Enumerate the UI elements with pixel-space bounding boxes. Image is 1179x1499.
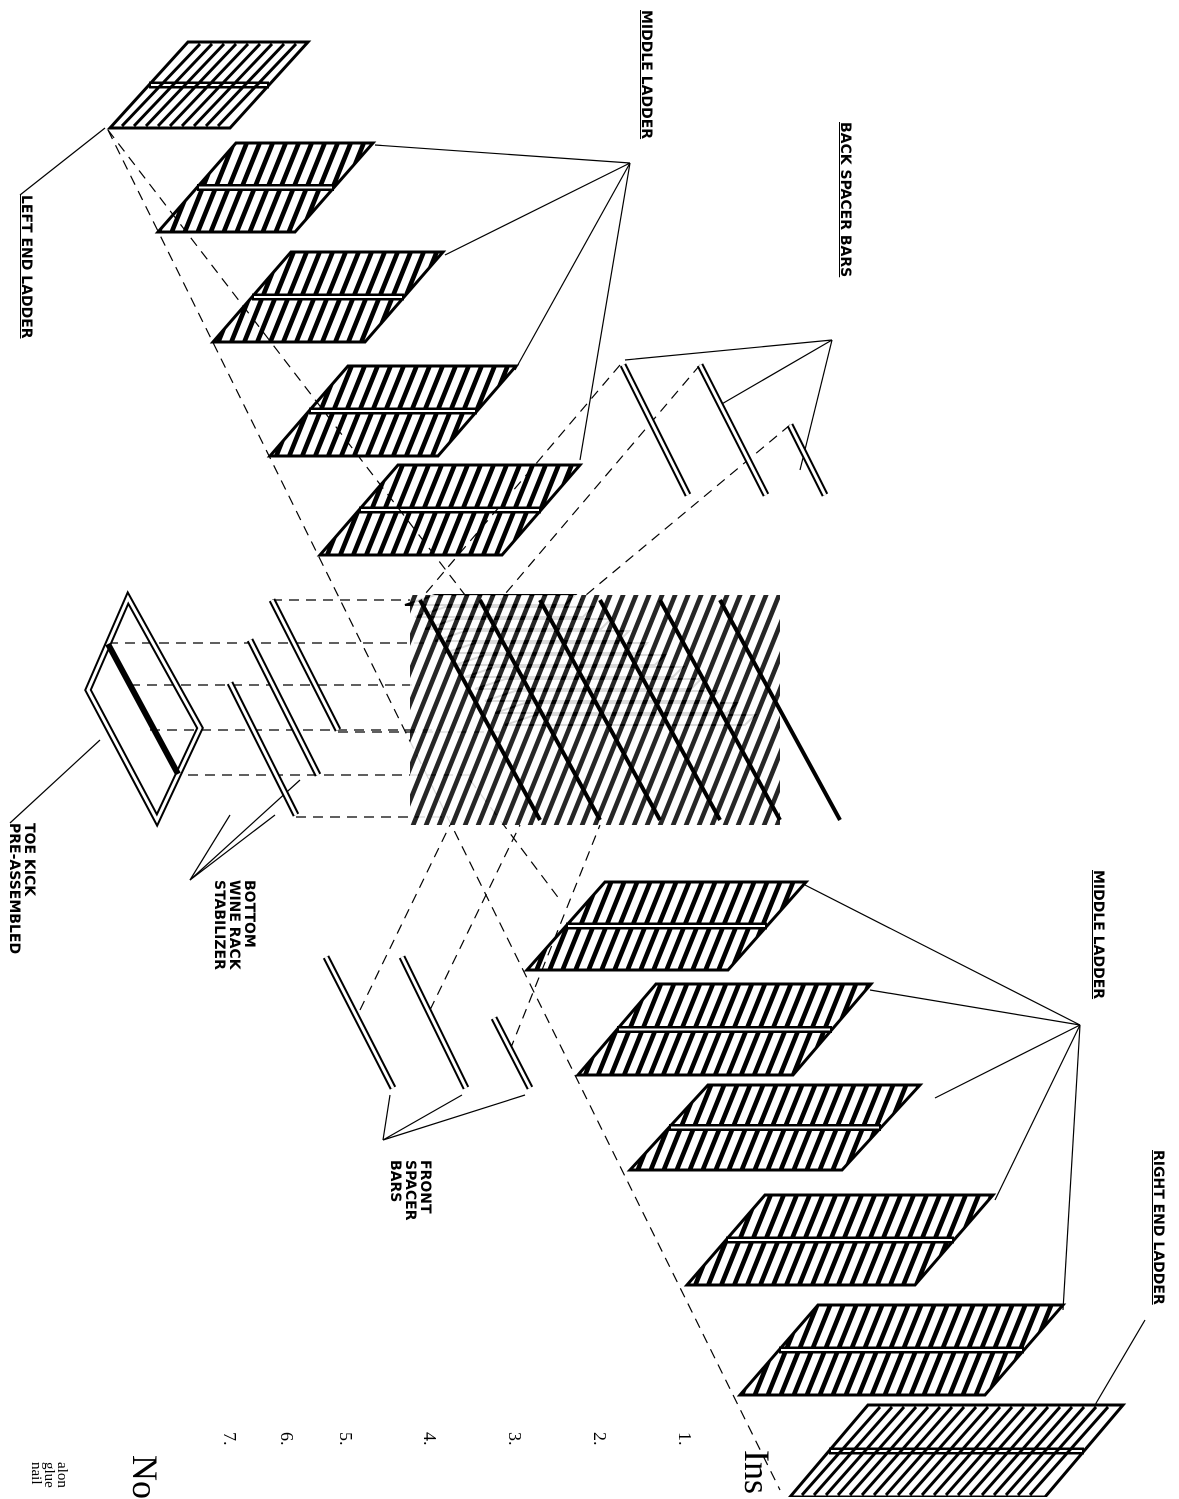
middle-ladder (266, 364, 520, 458)
rack-post (658, 599, 782, 821)
label-back-spacer-bars: BACK SPACER BARS (837, 122, 853, 278)
label-left-end-ladder: LEFT END LADDER (18, 195, 34, 339)
middle-ladder (209, 250, 447, 344)
leader-line (934, 1024, 1081, 1099)
middle-ladder (154, 141, 377, 234)
step-number: 3. (505, 1432, 525, 1446)
label-right-end-ladder: RIGHT END LADDER (1150, 1150, 1166, 1305)
right-end-ladder (788, 1403, 1127, 1497)
leader-line (189, 814, 276, 881)
alignment-line (509, 824, 601, 1051)
leader-line (19, 127, 106, 196)
middle-ladder (316, 463, 584, 557)
rack-post (538, 599, 662, 821)
middle-ladder (736, 1303, 1067, 1397)
leader-line (514, 162, 631, 371)
alignment-line (429, 824, 521, 1011)
middle-ladder (574, 982, 875, 1077)
leader-line (444, 162, 631, 256)
toe-kick-frame (84, 590, 204, 828)
alignment-line (499, 364, 701, 601)
leader-line (382, 1094, 463, 1141)
rack-post (598, 599, 722, 821)
leader-line (1094, 1319, 1146, 1406)
middle-ladder (523, 880, 810, 972)
label-middle-ladder-bottom: MIDDLE LADDER (1090, 870, 1106, 1000)
middle-ladder (683, 1193, 997, 1287)
leader-line (189, 779, 301, 881)
leader-line (374, 144, 631, 164)
leader-line (382, 1094, 526, 1141)
leader-line (9, 739, 101, 824)
middle-ladder (626, 1083, 924, 1172)
leader-line (869, 989, 1081, 1026)
leader-line (719, 339, 833, 406)
notes-heading: No (125, 1455, 165, 1499)
leader-line (189, 814, 231, 881)
alignment-line (419, 364, 621, 601)
leader-line (579, 162, 631, 461)
rack-post (418, 599, 542, 821)
step-number: 7. (220, 1432, 240, 1446)
step-number: 5. (336, 1432, 356, 1446)
leader-line (624, 339, 833, 361)
alignment-line (107, 129, 466, 596)
toe-kick-brace (105, 642, 181, 776)
rack-post (718, 599, 842, 821)
leader-line (994, 1024, 1081, 1201)
rack-post (478, 599, 602, 821)
step-number: 1. (675, 1432, 695, 1446)
leader-line (1062, 1024, 1081, 1311)
step-number: 6. (277, 1432, 297, 1446)
alignment-line (359, 824, 451, 1011)
left-end-ladder (106, 40, 312, 130)
leader-line (804, 884, 1081, 1026)
step-number: 2. (590, 1432, 610, 1446)
assembled-wine-rack (410, 595, 780, 825)
alignment-line (107, 129, 781, 1491)
leader-line (382, 1094, 391, 1141)
alignment-line (579, 424, 791, 601)
label-middle-ladder-top: MIDDLE LADDER (638, 10, 654, 140)
step-number: 4. (420, 1432, 440, 1446)
instructions-heading: Ins (737, 1450, 777, 1494)
